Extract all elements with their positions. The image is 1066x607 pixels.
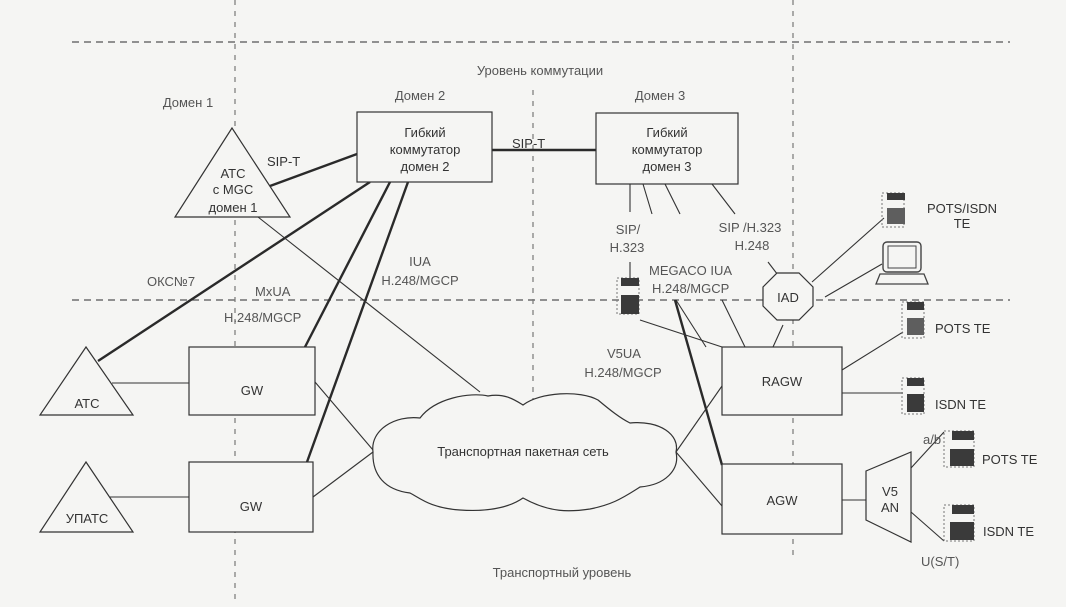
- ab-interface-label: a/b: [923, 432, 941, 447]
- isdn-te-1-label: ISDN TE: [935, 397, 986, 412]
- v5ua-label: V5UA: [607, 346, 641, 361]
- link-megaco-ragw: [675, 299, 707, 348]
- transport-packet-network-cloud[interactable]: Транспортная пакетная сеть: [372, 393, 678, 512]
- link-iad-pots-isdn: [811, 217, 885, 283]
- ragw-label: RAGW: [762, 374, 803, 389]
- mxua-label: MxUA: [255, 284, 291, 299]
- atc-mgc-line3: домен 1: [208, 200, 257, 215]
- atc-node[interactable]: АТС: [38, 345, 135, 416]
- link-iad-ragw: [772, 324, 784, 348]
- link-sipt-left: [269, 152, 358, 188]
- softswitch2-line3: домен 2: [400, 159, 449, 174]
- softswitch3-line2: коммутатор: [632, 142, 703, 157]
- v5an-line2: AN: [881, 500, 899, 515]
- terminal-pots-1[interactable]: [901, 301, 925, 339]
- sip-h323-label-1: SIP/: [616, 222, 641, 237]
- cloud-label: Транспортная пакетная сеть: [437, 444, 609, 459]
- sip-h323-h248-label-2: H.248: [735, 238, 770, 253]
- link-ss3-sip4: [711, 183, 736, 215]
- link-cloud-agw: [675, 451, 723, 507]
- sip-h323-label-2: H.323: [610, 240, 645, 255]
- upatc-node[interactable]: УПАТС: [38, 460, 135, 533]
- pots-te-1-label: POTS TE: [935, 321, 991, 336]
- switching-level-label: Уровень коммутации: [477, 63, 603, 78]
- link-atcmgc-cloud: [257, 216, 481, 393]
- iua-label: IUA: [409, 254, 431, 269]
- link-iad-pc: [824, 263, 883, 298]
- atc-mgc-line1: АТС: [221, 166, 246, 181]
- pc-terminal-icon[interactable]: [875, 241, 929, 285]
- isdn-te-2-label: ISDN TE: [983, 524, 1034, 539]
- gw1-label: GW: [241, 383, 264, 398]
- upatc-label: УПАТС: [66, 511, 109, 526]
- link-cloud-ragw: [675, 385, 723, 453]
- gateway-1[interactable]: GW: [188, 346, 316, 416]
- atc-mgc-node[interactable]: АТС с MGC домен 1: [173, 126, 292, 218]
- link-terminal-ragw: [639, 319, 723, 348]
- softswitch2-line1: Гибкий: [404, 125, 445, 140]
- mxua-h248-label: H.248/MGCP: [224, 310, 301, 325]
- v5-an-node[interactable]: V5 AN: [865, 451, 912, 543]
- atc-label: АТС: [75, 396, 100, 411]
- link-v5an-pots: [910, 431, 945, 469]
- terminal-isdn-1[interactable]: [901, 377, 925, 415]
- softswitch3-line1: Гибкий: [646, 125, 687, 140]
- iua-h248-label: H.248/MGCP: [381, 273, 458, 288]
- megaco-h248-label: H.248/MGCP: [652, 281, 729, 296]
- link-ragw-pots: [841, 331, 904, 371]
- atc-mgc-line2: с MGC: [213, 182, 253, 197]
- link-ss3-agw: [673, 299, 724, 466]
- terminal-megaco[interactable]: [616, 277, 640, 315]
- terminal-isdn-2[interactable]: [943, 504, 975, 542]
- link-ss3-sip2: [642, 183, 653, 215]
- terminal-pots-2[interactable]: [943, 430, 975, 468]
- link-mxua-gw1: [303, 181, 392, 348]
- agw-label: AGW: [766, 493, 798, 508]
- sip-h323-h248-label-1: SIP /H.323: [719, 220, 782, 235]
- link-oks7: [97, 180, 371, 363]
- ragw-node[interactable]: RAGW: [721, 346, 843, 416]
- terminal-pots-isdn[interactable]: [881, 192, 905, 228]
- domain-3-label: Домен 3: [635, 88, 685, 103]
- softswitch2-line2: коммутатор: [390, 142, 461, 157]
- ust-interface-label: U(S/T): [921, 554, 959, 569]
- v5ua-h248-label: H.248/MGCP: [584, 365, 661, 380]
- agw-node[interactable]: AGW: [721, 463, 843, 535]
- link-v5an-isdn: [910, 511, 945, 542]
- sipt-left-label: SIP-T: [267, 154, 300, 169]
- pots-te-2-label: POTS TE: [982, 452, 1038, 467]
- megaco-iua-label: MEGACO IUA: [649, 263, 732, 278]
- iad-node[interactable]: IAD: [762, 272, 814, 321]
- iad-label: IAD: [777, 290, 799, 305]
- pots-isdn-label-1: POTS/ISDN: [927, 201, 997, 216]
- oks7-label: ОКС№7: [147, 274, 195, 289]
- v5an-line1: V5: [882, 484, 898, 499]
- link-gw2-cloud: [312, 451, 374, 498]
- softswitch-domain-3[interactable]: Гибкий коммутатор домен 3: [595, 112, 739, 185]
- softswitch-domain-2[interactable]: Гибкий коммутатор домен 2: [356, 111, 493, 183]
- pots-isdn-label-2: TE: [954, 216, 971, 231]
- sipt-mid-label: SIP-T: [512, 136, 545, 151]
- gw2-label: GW: [240, 499, 263, 514]
- link-ss2-gw2: [305, 181, 410, 463]
- domain-2-label: Домен 2: [395, 88, 445, 103]
- softswitch3-line3: домен 3: [642, 159, 691, 174]
- link-ss3-sip3: [664, 183, 681, 215]
- domain-1-label: Домен 1: [163, 95, 213, 110]
- link-ss3-ragw: [721, 299, 746, 348]
- transport-level-label: Транспортный уровень: [493, 565, 632, 580]
- gateway-2[interactable]: GW: [188, 461, 314, 533]
- link-gw1-cloud: [314, 381, 374, 451]
